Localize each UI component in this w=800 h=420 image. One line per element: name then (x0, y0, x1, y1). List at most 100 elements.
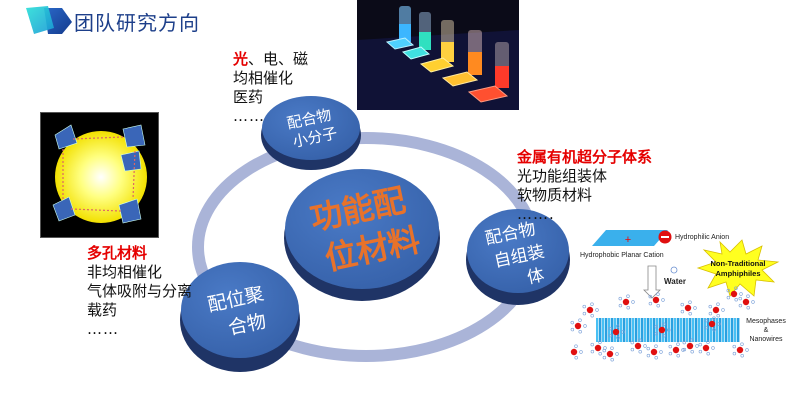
water-dot (590, 342, 594, 347)
water-dot (602, 348, 606, 353)
water-dot (610, 346, 614, 350)
ellipsis: …… (87, 320, 119, 338)
node-label-line2: 自组装 (492, 242, 546, 272)
water-dot (738, 303, 743, 308)
water-dot (654, 344, 658, 348)
water-dot (706, 351, 710, 356)
vial (399, 6, 411, 42)
water-dot (616, 324, 620, 328)
water-dot (643, 344, 647, 348)
water-dot (708, 311, 713, 316)
water-dot (570, 327, 575, 332)
result-line2: & (764, 327, 769, 334)
water-dot (732, 344, 736, 349)
text-line: 非均相催化 (87, 263, 163, 281)
stacked-cation (647, 318, 650, 342)
water-dot (615, 352, 619, 356)
stacked-cation (674, 318, 677, 342)
amphiphile-schematic: + Hydrophilic Anion Hydrophobic Planar C… (570, 230, 786, 362)
water-dot (618, 296, 622, 301)
water-dot (732, 351, 737, 356)
node-label-line1: 配位聚 (206, 283, 266, 316)
water-dot (716, 302, 720, 306)
anion-dot (586, 306, 594, 314)
stacked-cation (665, 318, 668, 342)
water-dot (711, 346, 715, 350)
water-dot (681, 348, 685, 352)
down-arrow-icon (643, 265, 661, 299)
water-dot (590, 302, 594, 306)
water-dot (574, 344, 578, 348)
anion-dot (686, 342, 694, 350)
anion-dot (742, 298, 750, 306)
water-dot (704, 325, 709, 330)
anion-dot (684, 304, 692, 312)
water-dot (621, 330, 625, 334)
node-disk-polymer[interactable] (180, 262, 300, 372)
glow-film (419, 57, 455, 73)
stacked-cation (707, 318, 710, 342)
glow-film (441, 71, 479, 87)
water-dot (583, 324, 587, 328)
stacked-cation (704, 318, 707, 342)
anion-dot (634, 342, 642, 350)
anion-dot (574, 322, 582, 330)
result-line3: Nanowires (749, 336, 783, 343)
anion-dot (612, 328, 620, 336)
node-label-line2: 合物 (226, 310, 268, 339)
water-dot (676, 353, 680, 358)
starburst-line2: Amphiphiles (715, 269, 760, 278)
text-line: 气体吸附与分离 (87, 282, 193, 300)
anion-dot (712, 306, 720, 314)
water-dot (734, 286, 738, 290)
water-dot (646, 353, 651, 358)
stacked-cation (656, 318, 659, 342)
planar-cation-shape (592, 230, 668, 246)
anion-dot (730, 290, 738, 298)
water-dot (688, 311, 692, 316)
water-dot (690, 349, 694, 354)
water-dot (680, 302, 684, 307)
glow-film (401, 46, 431, 60)
text-line-rest: 、电、磁 (248, 50, 309, 68)
ellipsis: ……. (517, 205, 555, 223)
water-dot (574, 355, 578, 360)
stacked-cation (683, 318, 686, 342)
glow-film (467, 85, 509, 103)
water-dot (590, 313, 594, 318)
highlight-text: 光 (233, 50, 249, 68)
luminescent-vials-photo (357, 0, 519, 110)
text-block-porous: 多孔材料 非均相催化 气体吸附与分离 载药 …… (87, 244, 192, 339)
water-dot (578, 329, 582, 334)
water-dot (570, 320, 574, 325)
stacked-cation (608, 318, 611, 342)
stacked-cation (602, 318, 605, 342)
water-dot (676, 342, 680, 346)
stacked-cation (629, 318, 632, 342)
vial (468, 30, 482, 75)
water-dot (739, 292, 743, 296)
water-dot (716, 313, 720, 318)
node-label-line3: 体 (525, 265, 546, 288)
anion-label: Hydrophilic Anion (675, 234, 729, 241)
text-block-supramolecular: 金属有机超分子体系 光功能组装体 软物质材料 ……. (517, 148, 652, 224)
stacked-cation (680, 318, 683, 342)
stacked-cation (719, 318, 722, 342)
water-dot (726, 295, 731, 300)
page-title: 团队研究方向 (74, 11, 200, 35)
stacked-cation (671, 318, 674, 342)
water-dot (626, 294, 630, 298)
water-dot (726, 288, 730, 293)
result-line1: Mesophases (746, 318, 786, 325)
water-dot (638, 349, 642, 354)
stacked-cation (713, 318, 716, 342)
water-dot (590, 349, 595, 354)
center-disk[interactable] (284, 169, 440, 301)
plus-sign: + (625, 234, 631, 246)
water-dot (662, 333, 666, 338)
water-dot (708, 304, 712, 309)
starburst-badge (696, 239, 780, 297)
water-dot (695, 344, 699, 348)
solvated-ions (570, 286, 755, 362)
water-dot (656, 303, 660, 308)
